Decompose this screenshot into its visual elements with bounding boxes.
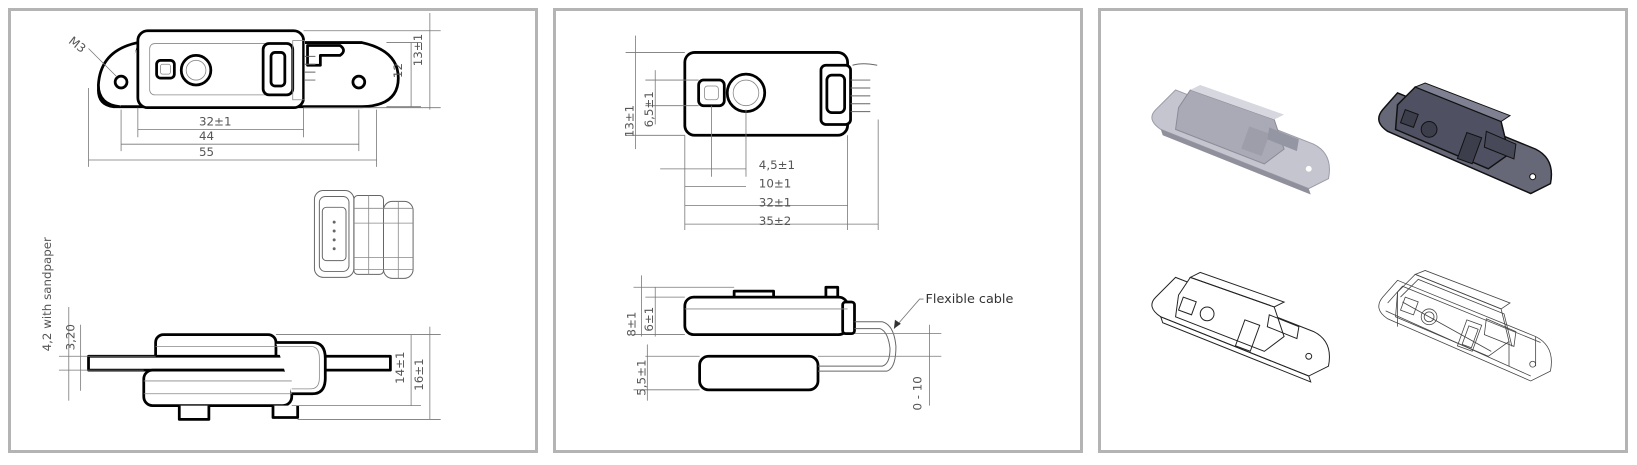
contact-pins: [304, 55, 316, 81]
ext-010: [818, 333, 942, 357]
label-65: 6,5±1: [642, 91, 656, 127]
ext-320: [58, 355, 156, 371]
button-square-inner: [704, 85, 719, 101]
iso-view-wireframe: [1378, 270, 1552, 382]
label-sand: 4,2 with sandpaper: [40, 237, 54, 351]
label-13: 13±1: [411, 34, 425, 67]
side-top-bump-2: [824, 285, 840, 298]
side-connector: [841, 300, 856, 335]
connector-port: [269, 51, 287, 88]
m3-leader: [88, 48, 117, 77]
cable-top: [852, 63, 878, 66]
iso-view-hlr: [1151, 271, 1330, 383]
label-10: 10±1: [759, 177, 792, 191]
button-square: [697, 78, 726, 108]
label-m3: M3: [66, 34, 89, 56]
side-top-bump: [732, 289, 775, 298]
ext-side-left: [633, 286, 735, 391]
drawing-2-svg: 13±1 6,5±1 4,5±1 10±1 32±1 35±2 Flexible…: [623, 35, 1014, 411]
label-45: 4,5±1: [759, 158, 795, 172]
side-lower-module: [698, 354, 820, 392]
side-hidden-lines: [143, 346, 292, 395]
iso-view-shaded: [1151, 84, 1330, 195]
label-35: 35±2: [759, 214, 792, 228]
mount-hole-right: [351, 74, 367, 90]
ext-bottom: [684, 105, 879, 231]
label-44: 44: [199, 129, 214, 143]
ext-44: [120, 109, 360, 152]
label-010: 0 - 10: [911, 376, 925, 410]
end-view: [313, 190, 414, 279]
label-6: 6±1: [642, 307, 656, 332]
iso-view-shaded-edges: [1378, 82, 1553, 195]
side-lower-module: [142, 368, 294, 407]
clip-frame: [292, 40, 305, 101]
label-32: 32±1: [199, 114, 232, 128]
label-32: 32±1: [759, 195, 792, 209]
side-upper-module: [683, 295, 849, 336]
label-14: 14±1: [393, 351, 407, 384]
base-plate-lobe: [97, 41, 139, 109]
ext-12-13: [303, 30, 441, 109]
label-flexible-cable: Flexible cable: [926, 292, 1014, 307]
drawing-panel-top-side-views: M3 32±1 44 55 12 13±1 4,2 with sandpaper…: [8, 8, 538, 453]
callout-leader: [893, 298, 924, 329]
ext-55: [88, 87, 377, 167]
drawing-panel-module-dimensions: 13±1 6,5±1 4,5±1 10±1 32±1 35±2 Flexible…: [553, 8, 1083, 453]
cable-slot: [306, 44, 345, 67]
side-cable-loop-inner: [275, 346, 320, 390]
button-square-inner: [160, 63, 171, 75]
label-320: 3,20: [64, 324, 78, 350]
ext-32: [137, 107, 304, 138]
side-flex-cable: [818, 321, 897, 372]
label-55: 55: [199, 145, 214, 159]
label-12: 12: [391, 63, 405, 78]
contact-pins: [850, 79, 871, 113]
side-lower-tab-2: [271, 405, 300, 419]
label-8: 8±1: [624, 312, 638, 337]
side-base-plate: [87, 354, 392, 372]
connector-port: [825, 73, 847, 114]
label-13: 13±1: [623, 105, 637, 138]
side-lower-tab: [177, 405, 211, 421]
label-55: 5,5±1: [634, 359, 648, 395]
led-lens-inner: [185, 59, 207, 81]
drawing-1-svg: M3 32±1 44 55 12 13±1 4,2 with sandpaper…: [40, 12, 441, 421]
drawing-panel-3d-views: [1098, 8, 1628, 453]
label-16: 16±1: [412, 358, 426, 391]
callout-arrow: [893, 319, 901, 329]
mount-hole-left: [113, 74, 129, 90]
ext-65: [645, 79, 699, 107]
led-lens-inner: [732, 79, 760, 107]
ext-14-16: [275, 334, 441, 420]
drawing-3-svg: [1151, 82, 1553, 383]
button-square: [155, 58, 176, 80]
led-lens: [179, 54, 213, 87]
